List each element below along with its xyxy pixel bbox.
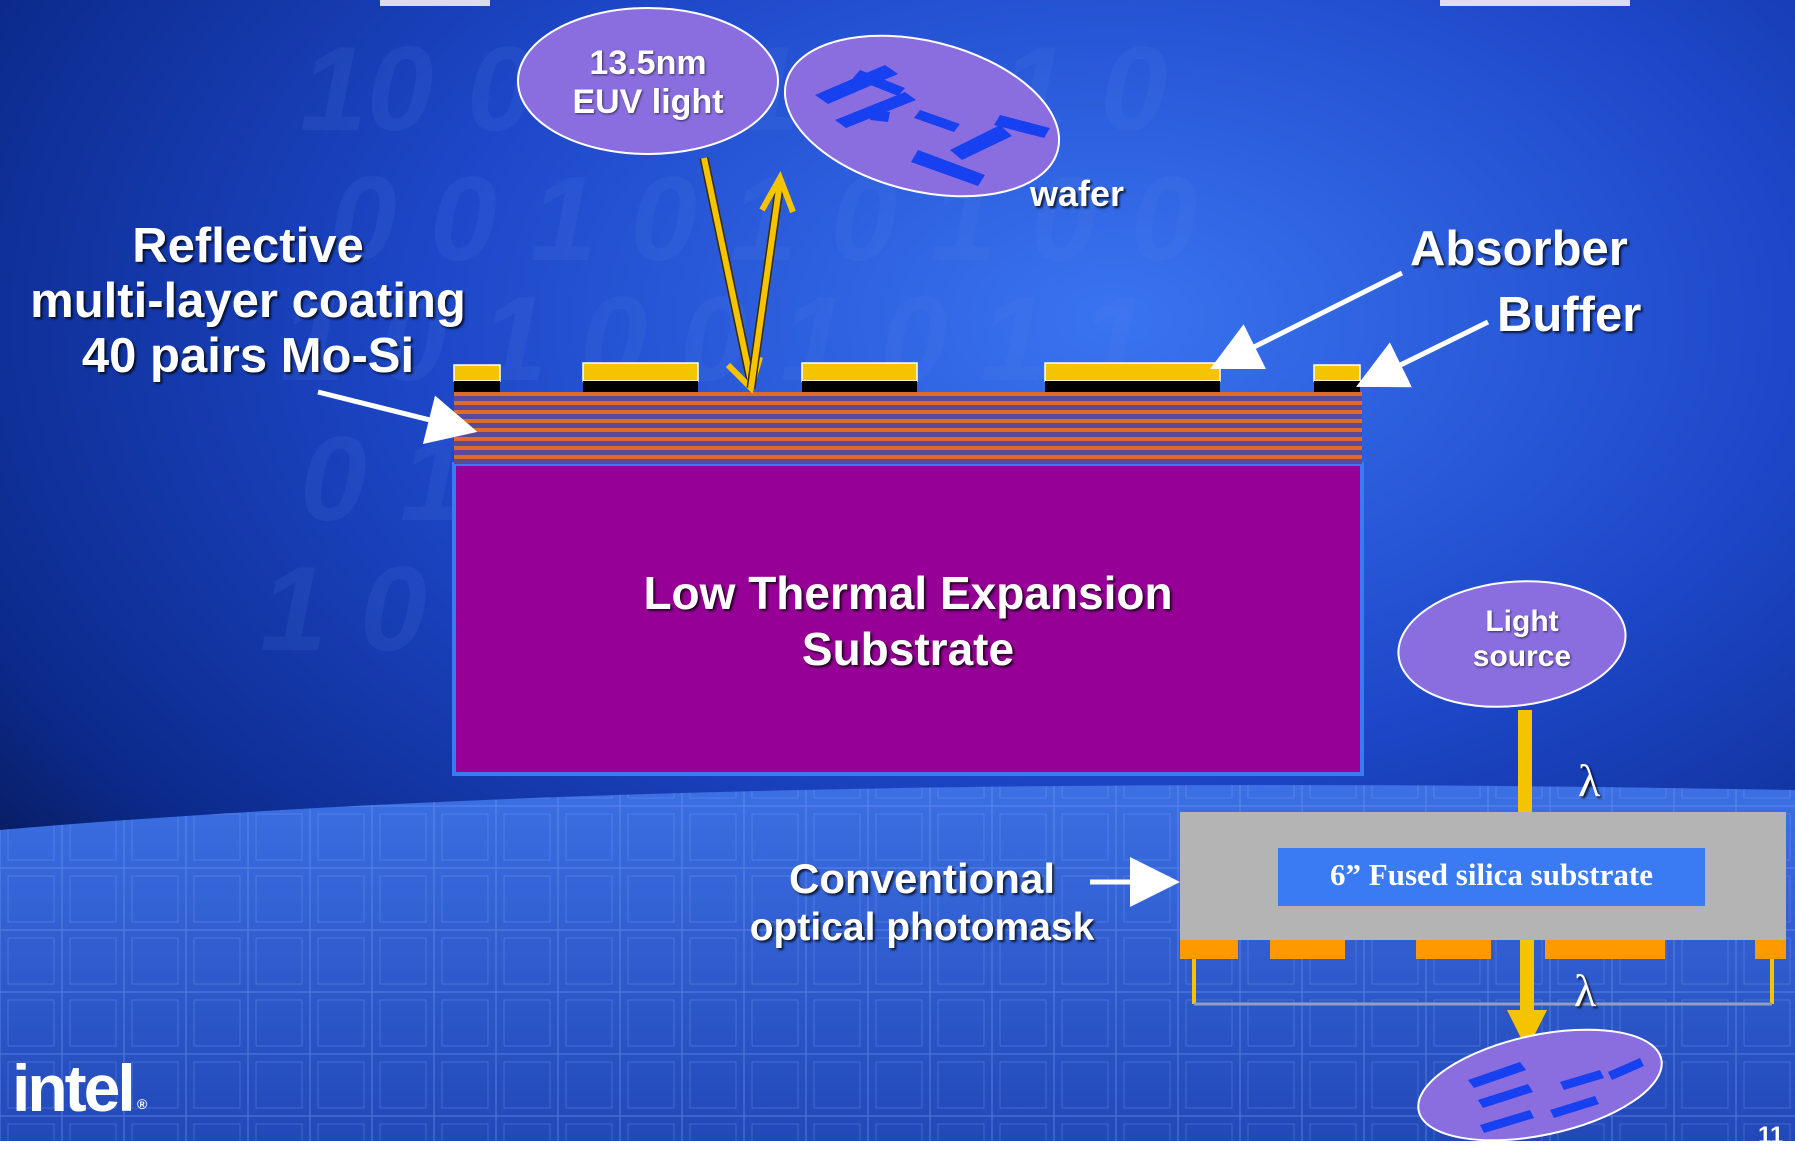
wafer-pattern-icon [815,65,1050,186]
buffer-pointer-arrow [1356,319,1490,388]
wafer-ellipse [783,34,1061,198]
lambda-symbol-bottom: λ [1574,965,1597,1016]
conventional-line-2: optical photomask [749,906,1095,950]
reflective-coating-label: Reflective multi-layer coating 40 pairs … [5,219,491,384]
reflective-line-2: multi-layer coating [30,273,466,328]
euv-wavelength-text: 13.5nm [589,44,707,82]
absorber-stack [582,362,699,392]
light-source-line-1: Light [1485,605,1559,638]
light-source-label: Light source [1422,605,1622,674]
substrate-label: Low Thermal Expansion Substrate [454,565,1362,677]
bottom-wafer-pattern-icon [1468,1058,1644,1133]
euv-light-label: 13.5nm EUV light [548,44,748,122]
fused-silica-substrate [1278,848,1705,906]
light-beam [1518,710,1532,812]
low-thermal-expansion-substrate [452,462,1364,776]
multilayer-coating [454,392,1362,464]
svg-text:1 0 1 0 0 1 0 1 1: 1 0 1 0 0 1 0 1 1 [280,272,1147,406]
absorber-pointer-arrow [1210,270,1404,369]
wafer-label: wafer [1030,173,1125,214]
conventional-line-1: Conventional [788,855,1055,902]
substrate-line-2: Substrate [801,623,1015,676]
conventional-photomask-label: Conventional optical photomask [722,853,1122,952]
absorber-stack [453,364,501,392]
intel-logo: intel [12,1051,136,1125]
lambda-symbol-top: λ [1578,755,1601,806]
svg-text:0 0 1 0 1 0 1 0 0: 0 0 1 0 1 0 1 0 0 [330,152,1197,286]
fused-silica-label: 6” Fused silica substrate [1330,857,1653,892]
page-number: 11 [1758,1122,1784,1149]
registered-mark-icon: ® [137,1096,148,1112]
euv-light-ellipse [517,7,779,155]
conventional-photomask [1180,812,1786,1050]
absorber-buffer-stacks [453,362,1361,392]
absorber-stack [1313,364,1361,392]
reflective-line-1: Reflective [132,219,364,273]
buffer-label: Buffer [1497,288,1642,342]
chrome-pattern [1180,940,1786,959]
euv-arrows [699,157,796,394]
reflective-pointer-arrow [317,389,478,444]
absorber-label: Absorber [1410,222,1628,276]
absorber-stack [1044,362,1221,392]
light-source-ellipse [1397,580,1627,708]
reflective-line-3: 40 pairs Mo-Si [81,328,415,383]
absorber-stack [801,362,918,392]
light-source-line-2: source [1472,639,1572,673]
substrate-line-1: Low Thermal Expansion [643,567,1173,619]
bottom-wafer-ellipse [1417,1028,1663,1141]
euv-light-text: EUV light [572,83,724,122]
